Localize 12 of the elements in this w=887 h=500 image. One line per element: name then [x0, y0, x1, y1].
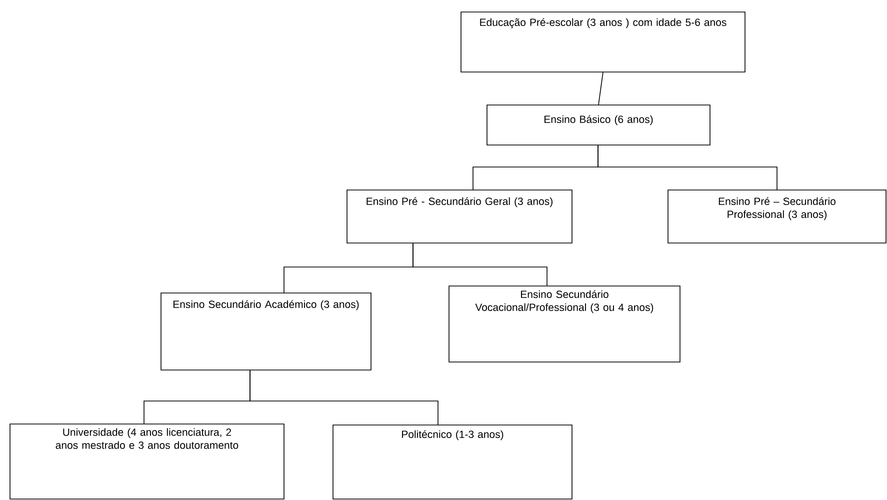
process-box: Ensino Secundário Académico (3 anos)	[160, 292, 372, 370]
process-box: Ensino Básico (6 anos)	[486, 104, 710, 146]
process-box: Ensino Pré – Secundário Professional (3 anos)	[668, 190, 886, 244]
connector-line	[598, 144, 778, 190]
process-box: Politécnico (1-3 anos)	[332, 424, 572, 500]
connector-line	[250, 370, 438, 426]
process-box: Educação Pré-escolar (3 anos ) com idade 5-6 anos	[460, 12, 746, 72]
connector-line	[412, 242, 548, 286]
process-box: Universidade (4 anos licenciatura, 2 anos mestrado e 3 anos doutoramento	[10, 424, 284, 500]
process-box: Ensino Secundário Vocacional/Professional (3 ou 4 anos)	[448, 286, 680, 362]
process-box: Ensino Pré - Secundário Geral (3 anos)	[346, 190, 572, 244]
connector-line	[598, 72, 604, 106]
